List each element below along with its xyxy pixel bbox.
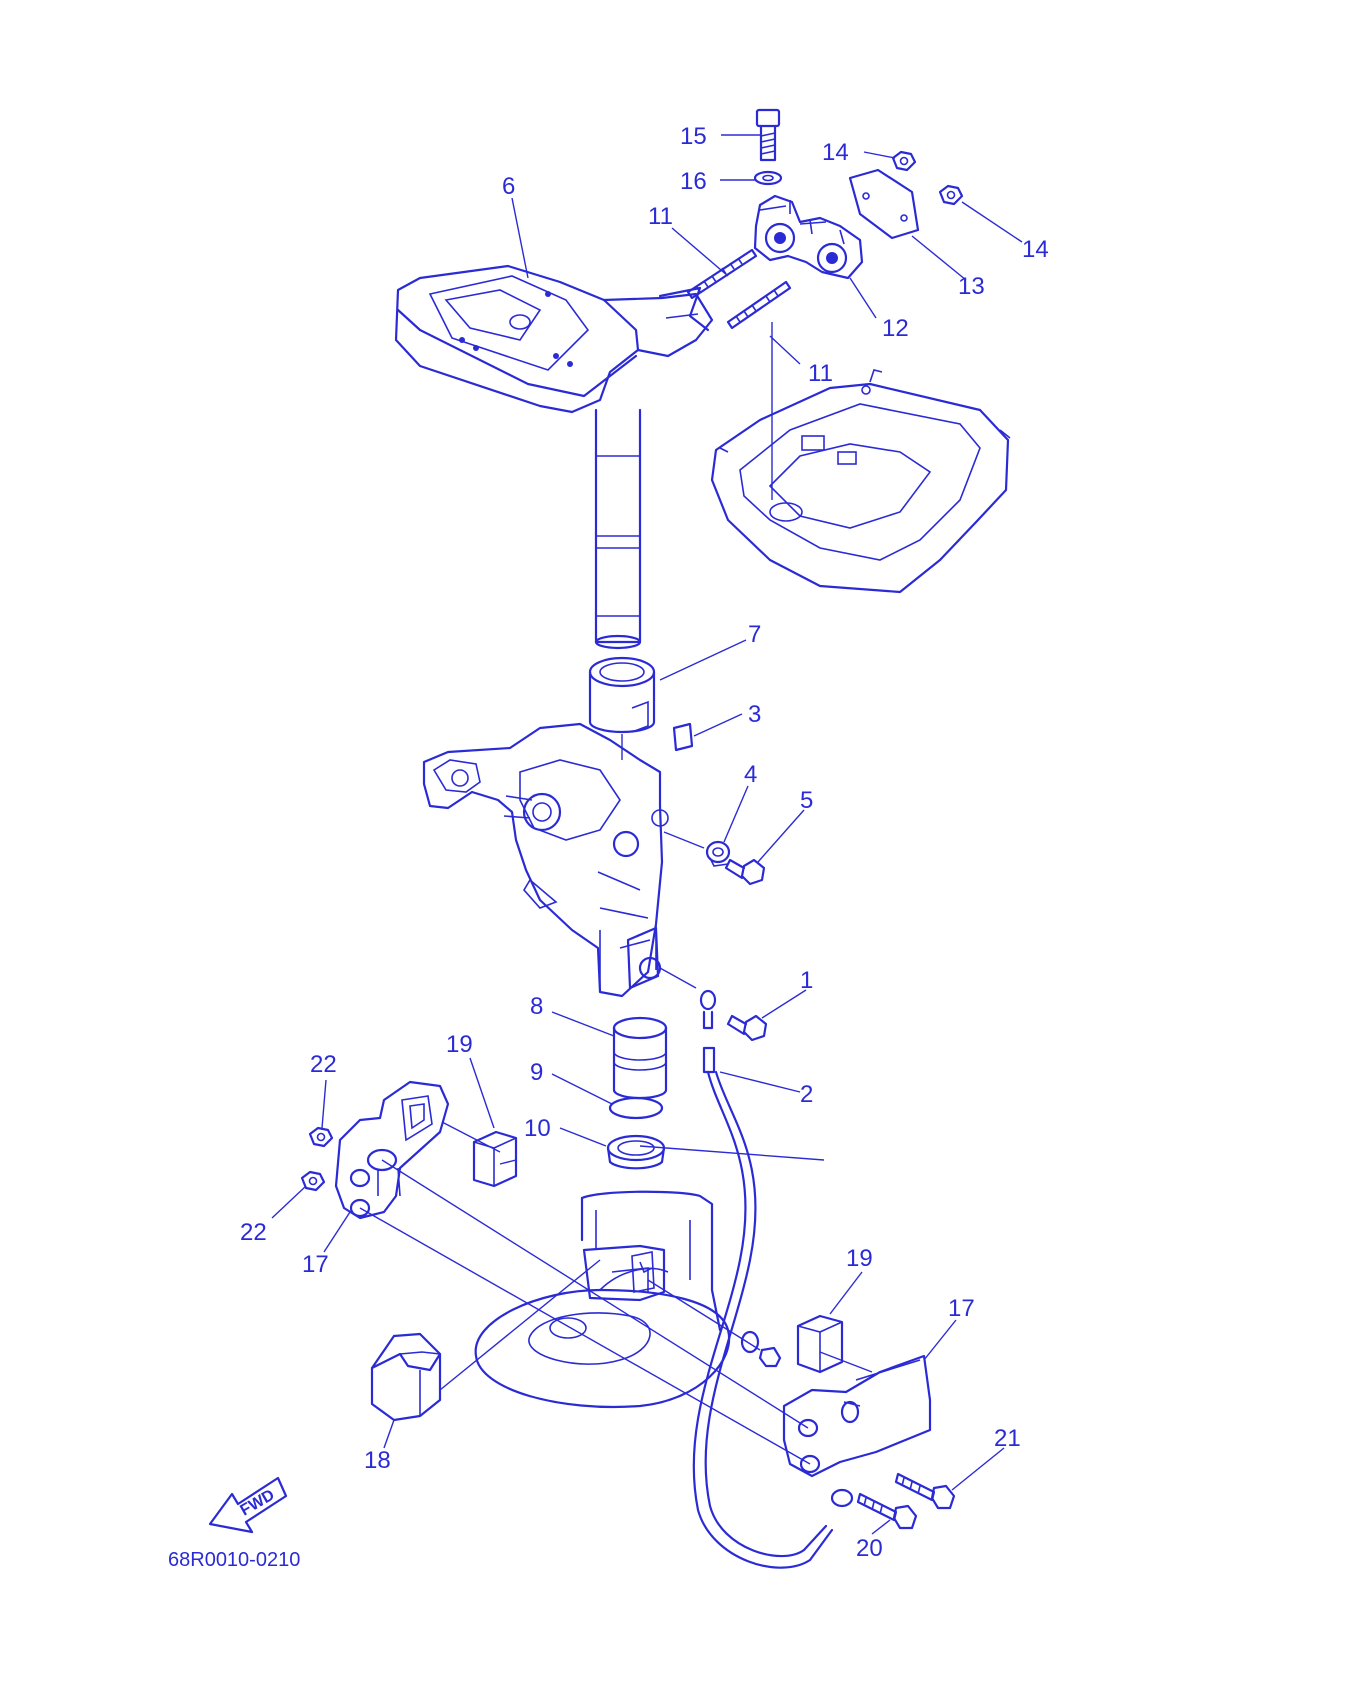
part-17-clamp-lower[interactable] bbox=[782, 1354, 932, 1478]
callout-9: 9 bbox=[530, 1059, 543, 1086]
part-5-bolt[interactable] bbox=[724, 858, 766, 886]
part-14-nut-top[interactable] bbox=[891, 150, 917, 172]
part-19-rubber-block-lower[interactable] bbox=[796, 1314, 844, 1374]
callout-19-upper: 19 bbox=[446, 1031, 473, 1058]
part-7-bushing[interactable] bbox=[588, 656, 656, 760]
callout-19-lower: 19 bbox=[846, 1245, 873, 1272]
callout-17-upper: 17 bbox=[302, 1251, 329, 1278]
lower-casing[interactable] bbox=[474, 1190, 731, 1409]
callout-17-lower: 17 bbox=[948, 1295, 975, 1322]
part-22-nut-upper[interactable] bbox=[308, 1126, 334, 1148]
callout-13: 13 bbox=[958, 273, 985, 300]
callout-labels: 15 16 14 14 13 12 11 11 6 7 3 4 5 1 2 8 … bbox=[240, 123, 1049, 1562]
part-8-mount-rubber[interactable] bbox=[612, 1016, 668, 1100]
callout-11-upper: 11 bbox=[648, 203, 673, 230]
part-19-rubber-block-upper[interactable] bbox=[472, 1130, 518, 1188]
callout-21: 21 bbox=[994, 1425, 1021, 1452]
part-11-stud-lower[interactable] bbox=[726, 280, 792, 330]
part-6-steering-bracket[interactable] bbox=[394, 264, 714, 650]
engine-base-casting[interactable] bbox=[710, 322, 1011, 594]
callout-11-lower: 11 bbox=[808, 360, 833, 387]
part-15-bolt[interactable] bbox=[755, 108, 781, 162]
upper-casing-bracket[interactable] bbox=[422, 722, 705, 998]
callout-18: 18 bbox=[364, 1447, 391, 1474]
callout-12: 12 bbox=[882, 315, 909, 342]
part-20-bolt[interactable] bbox=[856, 1492, 918, 1530]
diagram-code: 68R0010-0210 bbox=[168, 1549, 300, 1571]
callout-14-top: 14 bbox=[822, 139, 849, 166]
callout-7: 7 bbox=[748, 621, 761, 648]
callout-16: 16 bbox=[680, 168, 707, 195]
callout-6: 6 bbox=[502, 173, 515, 200]
part-12-mount-bracket[interactable] bbox=[753, 194, 864, 280]
assembly-guide-lines bbox=[359, 1121, 873, 1465]
callout-5: 5 bbox=[800, 787, 813, 814]
callout-leaders bbox=[271, 134, 1023, 1535]
callout-8: 8 bbox=[530, 993, 543, 1020]
callout-20: 20 bbox=[856, 1535, 883, 1562]
callout-22-upper: 22 bbox=[310, 1051, 337, 1078]
part-1-bolt[interactable] bbox=[726, 1014, 768, 1042]
fwd-arrow-icon: FWD bbox=[208, 1476, 288, 1534]
callout-2: 2 bbox=[800, 1081, 813, 1108]
callout-1: 1 bbox=[800, 967, 813, 994]
ground-bolt-lower[interactable] bbox=[758, 1346, 782, 1368]
part-22-nut-lower[interactable] bbox=[300, 1170, 326, 1192]
part-9-o-ring[interactable] bbox=[608, 1096, 664, 1120]
callout-3: 3 bbox=[748, 701, 761, 728]
callout-4: 4 bbox=[744, 761, 757, 788]
part-10-grommet[interactable] bbox=[606, 1134, 666, 1170]
callout-15: 15 bbox=[680, 123, 707, 150]
part-18-cover[interactable] bbox=[370, 1332, 442, 1422]
part-4-collar[interactable] bbox=[705, 840, 731, 867]
callout-22-lower: 22 bbox=[240, 1219, 267, 1246]
part-16-washer[interactable] bbox=[753, 170, 783, 186]
part-13-plate[interactable] bbox=[848, 168, 920, 240]
part-2-ground-lead[interactable] bbox=[692, 989, 854, 1569]
callout-14-right: 14 bbox=[1022, 236, 1049, 263]
part-14-nut-right[interactable] bbox=[938, 184, 964, 206]
part-17-clamp-upper[interactable] bbox=[334, 1080, 450, 1220]
part-21-bolt[interactable] bbox=[894, 1472, 956, 1510]
callout-10: 10 bbox=[524, 1115, 551, 1142]
part-3-plate[interactable] bbox=[672, 722, 694, 752]
